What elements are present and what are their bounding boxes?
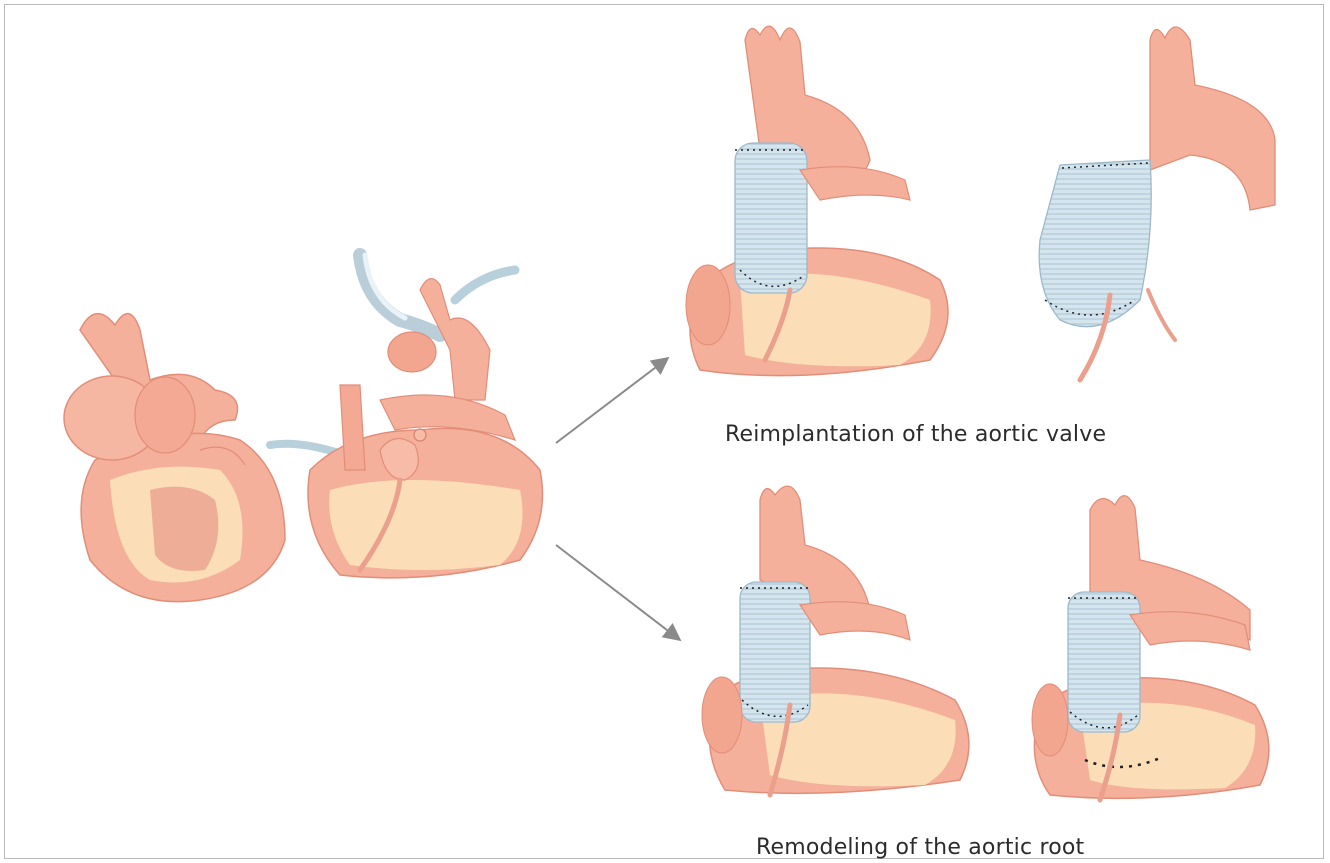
heart-aneurysm-illustration bbox=[64, 314, 285, 602]
arrow-to-reimplantation bbox=[556, 358, 668, 443]
caption-remodeling: Remodeling of the aortic root bbox=[756, 835, 1084, 860]
reimplantation-graft-illustration bbox=[1039, 27, 1275, 380]
remodeling-heart-illustration-1 bbox=[702, 486, 969, 795]
caption-reimplantation: Reimplantation of the aortic valve bbox=[725, 422, 1106, 447]
arrow-to-remodeling bbox=[556, 545, 680, 640]
heart-excised-root-illustration bbox=[270, 255, 543, 578]
remodeling-heart-illustration-2 bbox=[1032, 496, 1269, 800]
reimplantation-heart-illustration bbox=[686, 26, 948, 376]
